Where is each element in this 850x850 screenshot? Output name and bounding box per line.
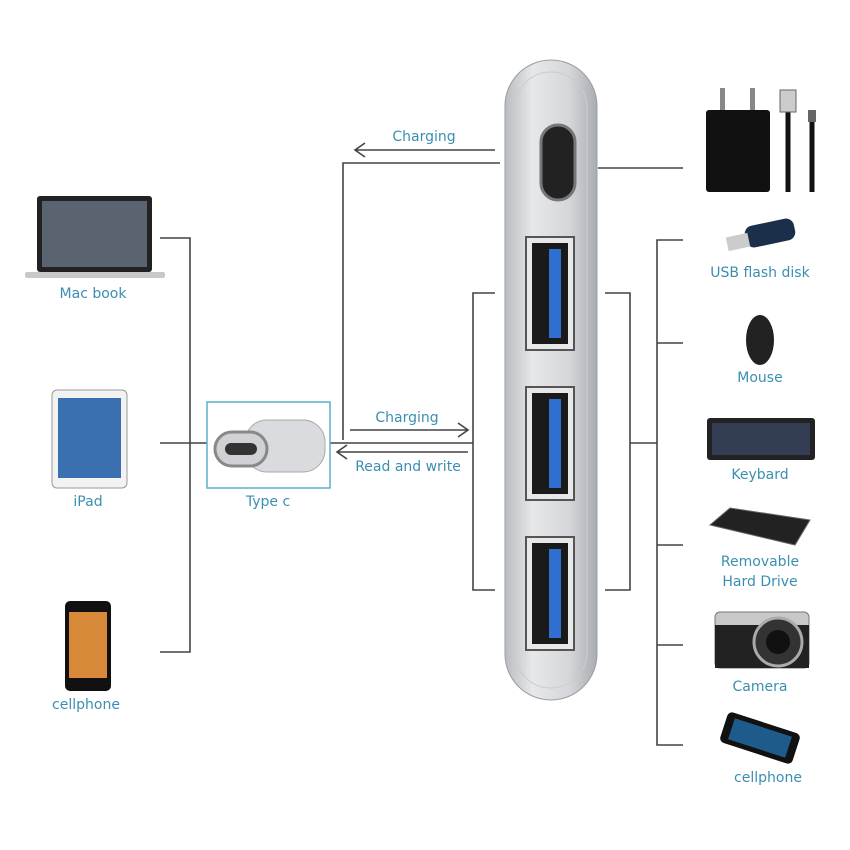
peripheral-label-usb-flash-disk: USB flash disk [710,265,810,281]
ipad-image [51,389,128,489]
usb-a-port-2 [525,386,575,501]
usb-a-port-1 [525,236,575,351]
camera-image [714,611,810,669]
host-label-cellphone: cellphone [52,697,120,713]
hub-body [504,59,598,701]
read-write-label: Read and write [355,459,461,475]
peripheral-label-cellphone: cellphone [734,770,802,786]
usb-a-port-3 [525,536,575,651]
charging-top-label: Charging [392,129,455,145]
peripheral-label-hard-drive-2: Hard Drive [722,574,797,590]
host-label-ipad: iPad [73,494,102,510]
type-c-label: Type c [245,494,290,510]
connector-lines [160,142,683,746]
charger-image [706,88,816,192]
hard-drive-image [708,507,811,546]
peripheral-label-keyboard: Keybard [731,467,788,483]
peripheral-label-camera: Camera [733,679,788,695]
peripheral-label-hard-drive-1: Removable [721,554,799,570]
usb-flash-disk-image [725,218,796,252]
macbook-image [25,196,165,278]
mouse-image [746,315,774,365]
cellphone-peripheral-image [720,712,800,764]
charging-mid-label: Charging [375,410,438,426]
type-c-connector [206,401,331,489]
host-label-macbook: Mac book [60,286,128,302]
cellphone-host-image [65,601,111,691]
keyboard-image [707,418,815,460]
peripheral-label-mouse: Mouse [737,370,782,386]
usb-c-port [539,123,577,202]
